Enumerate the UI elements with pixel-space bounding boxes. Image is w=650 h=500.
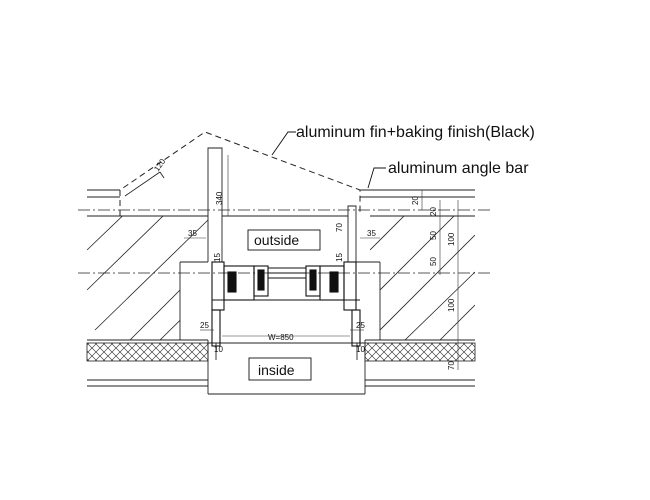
dim-right-70: 70 [335,223,344,232]
dim-right-20a: 20 [411,196,420,205]
dim-right-15: 15 [335,253,344,262]
dim-width: W=850 [268,333,294,342]
dim-right-100b: 100 [447,298,456,312]
fin-callout: aluminum fin+baking finish(Black) [296,124,535,141]
dim-right-70b: 70 [447,361,456,370]
insulation-left [86,342,209,362]
lower-wall-lines [207,340,366,395]
dim-left-10: 10 [214,345,223,354]
structure-lines [87,189,475,387]
dim-left-35: 35 [188,229,197,238]
fin-pieces [124,147,357,262]
outside-label-box [247,229,321,251]
outside-label: outside [254,232,299,248]
inside-label: inside [258,362,295,378]
left-wall-hatching [87,216,208,340]
dim-left-15: 15 [213,253,222,262]
opening-jambs [179,261,381,340]
dim-right-50a: 50 [429,231,438,240]
dim-right-10: 10 [356,345,365,354]
dim-fin-height: 340 [215,191,224,205]
window-frame-section [211,261,361,347]
dim-right-35: 35 [367,229,376,238]
callout-leaders [271,131,386,189]
dim-right-25: 25 [356,321,365,330]
inside-label-box [248,357,312,381]
dim-right-50b: 50 [429,257,438,266]
angle-bar-callout: aluminum angle bar [388,160,529,177]
dim-left-25: 25 [200,321,209,330]
dimension-lines [184,155,459,370]
insulation-right [364,342,476,362]
aluminum-fin-outline [119,131,361,216]
dim-right-20b: 20 [429,207,438,216]
right-wall-hatching [370,216,475,340]
dim-right-100a: 100 [447,232,456,246]
